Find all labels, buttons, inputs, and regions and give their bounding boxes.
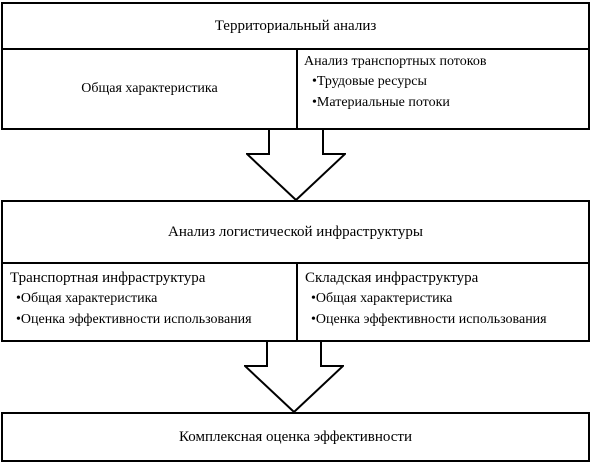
list-item: •Оценка эффективности использования bbox=[16, 312, 252, 327]
down-arrow-icon bbox=[244, 340, 344, 414]
warehouse-infrastructure-section: Складская инфраструктура •Общая характер… bbox=[305, 269, 588, 329]
list-item: •Общая характеристика bbox=[16, 291, 158, 306]
warehouse-infrastructure-title: Складская инфраструктура bbox=[305, 270, 479, 286]
transport-flows-list: •Трудовые ресурсы •Материальные потоки bbox=[312, 73, 586, 112]
logistics-infrastructure-block bbox=[1, 200, 590, 342]
logistics-infrastructure-title: Анализ логистической инфраструктуры bbox=[168, 224, 423, 240]
territorial-analysis-block bbox=[1, 2, 590, 130]
list-item: •Общая характеристика bbox=[311, 291, 453, 306]
transport-flows-section: Анализ транспортных потоков •Трудовые ре… bbox=[304, 53, 586, 112]
transport-infrastructure-title: Транспортная инфраструктура bbox=[10, 270, 206, 286]
territorial-title-divider bbox=[1, 48, 590, 50]
territorial-analysis-title: Территориальный анализ bbox=[214, 18, 377, 34]
logistics-column-divider bbox=[296, 262, 298, 342]
logistics-title-divider bbox=[1, 262, 590, 264]
comprehensive-assessment-title: Комплексная оценка эффективности bbox=[179, 429, 412, 445]
list-item: •Материальные потоки bbox=[312, 95, 450, 110]
list-item: •Трудовые ресурсы bbox=[312, 74, 427, 89]
territorial-column-divider bbox=[296, 48, 298, 130]
list-item: •Оценка эффективности использования bbox=[311, 312, 547, 327]
transport-flows-title: Анализ транспортных потоков bbox=[304, 54, 487, 69]
comprehensive-assessment-block bbox=[1, 412, 590, 462]
territorial-general-characteristic: Общая характеристика bbox=[81, 81, 218, 96]
down-arrow-icon bbox=[246, 128, 346, 202]
transport-infrastructure-section: Транспортная инфраструктура •Общая харак… bbox=[10, 269, 294, 329]
transport-infrastructure-list: •Общая характеристика •Оценка эффективно… bbox=[16, 290, 294, 329]
warehouse-infrastructure-list: •Общая характеристика •Оценка эффективно… bbox=[311, 290, 588, 329]
